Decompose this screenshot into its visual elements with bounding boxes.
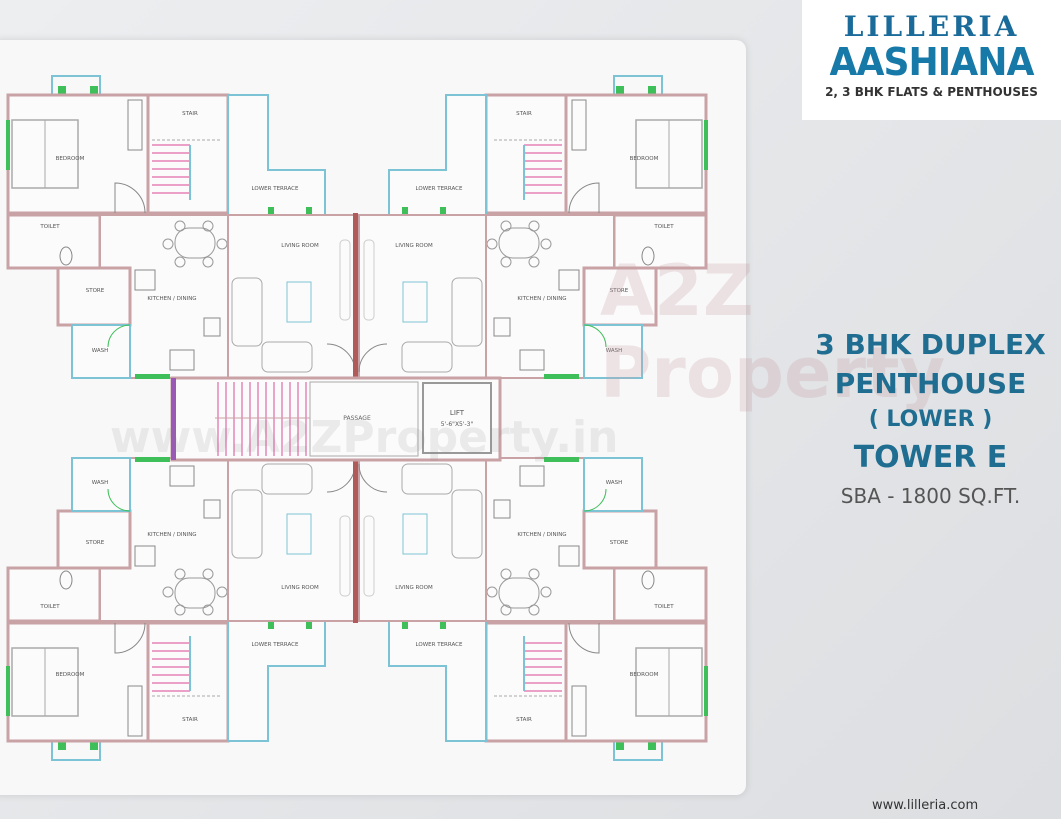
logo-tagline: 2, 3 BHK FLATS & PENTHOUSES (825, 85, 1038, 99)
website-link[interactable]: www.lilleria.com (872, 798, 979, 813)
room-label-top-left: BEDROOM (56, 156, 85, 162)
room-label-bottom-left: LIVING ROOM (281, 585, 319, 591)
room-label-bottom-left: TOILET (39, 604, 60, 610)
party-wall (353, 213, 358, 378)
heading-line3: ( LOWER ) (868, 407, 993, 432)
room-label-bottom-right: BEDROOM (630, 672, 659, 678)
room-label-bottom-left: STAIR (182, 717, 198, 723)
room-label-top-right: KITCHEN / DINING (517, 296, 566, 302)
brand-logo: LILLERIA AASHIANA 2, 3 BHK FLATS & PENTH… (802, 0, 1061, 120)
room-label-bottom-right: KITCHEN / DINING (517, 532, 566, 538)
heading-area: SBA - 1800 SQ.FT. (840, 484, 1021, 508)
room-label-top-left: STORE (86, 288, 105, 294)
room-label-bottom-left: WASH (92, 480, 109, 486)
room-label-top-left: STAIR (182, 111, 198, 117)
room-label-top-left: TOILET (39, 224, 60, 230)
room-label-bottom-right: LIVING ROOM (395, 585, 433, 591)
room-label-bottom-right: TOILET (653, 604, 674, 610)
room-label-top-right: TOILET (653, 224, 674, 230)
room-label-top-right: BEDROOM (630, 156, 659, 162)
party-wall (353, 458, 358, 623)
room-label-top-right: STORE (610, 288, 629, 294)
room-label-bottom-left: STORE (86, 540, 105, 546)
room-label-bottom-left: BEDROOM (56, 672, 85, 678)
room-label-bottom-right: LOWER TERRACE (416, 642, 463, 648)
lift-label: LIFT (450, 409, 465, 417)
heading-tower: TOWER E (853, 440, 1008, 475)
room-label-top-right: STAIR (516, 111, 532, 117)
room-label-top-left: KITCHEN / DINING (147, 296, 196, 302)
heading-line2: PENTHOUSE (834, 367, 1027, 400)
heading-line1: 3 BHK DUPLEX (815, 328, 1046, 361)
lift-size: 5'-6"X5'-3" (441, 421, 474, 428)
room-label-bottom-left: LOWER TERRACE (252, 642, 299, 648)
room-label-bottom-right: STORE (610, 540, 629, 546)
room-label-top-right: LOWER TERRACE (416, 186, 463, 192)
room-label-top-right: LIVING ROOM (395, 243, 433, 249)
room-label-top-right: WASH (606, 348, 623, 354)
room-label-top-left: LIVING ROOM (281, 243, 319, 249)
room-label-bottom-left: KITCHEN / DINING (147, 532, 196, 538)
core (170, 376, 502, 462)
passage-label: PASSAGE (343, 415, 371, 422)
room-label-top-left: LOWER TERRACE (252, 186, 299, 192)
logo-brand: LILLERIA (843, 10, 1020, 43)
room-label-top-left: WASH (92, 348, 109, 354)
logo-project: AASHIANA (829, 40, 1034, 84)
room-label-bottom-right: STAIR (516, 717, 532, 723)
room-label-bottom-right: WASH (606, 480, 623, 486)
